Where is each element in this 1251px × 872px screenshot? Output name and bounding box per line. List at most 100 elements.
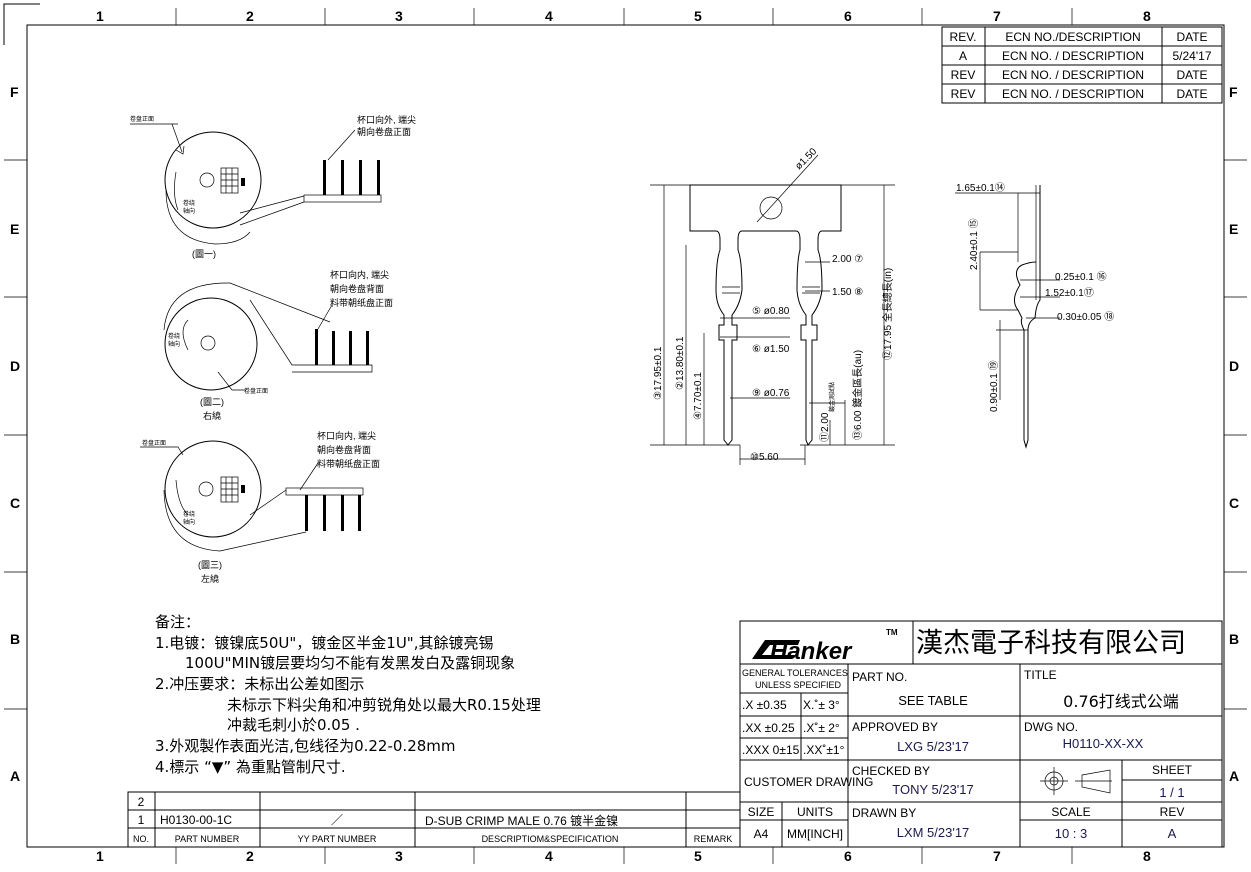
checked-label: CHECKED BY [852,764,930,778]
rev-cell: REV [951,68,976,82]
header-remark: REMARK [694,834,733,844]
size-value: A4 [754,827,769,841]
date-cell: DATE [1176,87,1207,101]
grid-col: 3 [395,848,403,864]
header-part-number: PART NUMBER [175,834,240,844]
scale-value: 10 : 3 [1055,826,1088,841]
scale-label: SCALE [1051,805,1090,819]
reel-figure-2: 卷绕 轴向 卷盘正面 杯口向内, 端尖 朝向卷盘背面 料带朝纸盘正面 (圖二) … [163,269,393,421]
linear-tolerance: .XX ±0.25 [742,721,795,735]
grid-row: F [10,84,19,100]
grid-col: 6 [844,8,852,24]
note-line: 3.外观製作表面光洁,包线径为0.22-0.28mm [155,737,456,755]
grid-row: D [1229,358,1239,374]
figure-caption: (圖三) [198,560,222,570]
orientation-note: 杯口向外, 端尖 [357,114,416,125]
dim-9: ⑨ ø0.76 [752,388,790,399]
dim-17: 1.52±0.1⑰ [1045,287,1094,299]
tolerance-header: GENERAL TOLERANCES [742,668,848,678]
tolerance-header: UNLESS SPECIFIED [755,680,842,690]
dim-19: 0.90±0.1 ⑲ [988,360,1000,412]
note-line: 100U"MIN镀层要均匀不能有发黑发白及露铜现象 [185,654,515,672]
dim-12: ⑫17.95 全長總長(in) [881,268,894,360]
part-no-cell: 2 [138,795,145,809]
dim-2: ②13.80±0.1 [675,336,686,390]
units-label: UNITS [797,805,833,819]
wind-direction-label: 轴向 [183,518,195,526]
rev-header: REV. [950,30,977,44]
grid-col: 1 [96,848,104,864]
angular-tolerance: .XX˚±1° [803,743,845,757]
grid-ticks [4,8,1247,864]
title-block: Hanker TM 漢杰電子科技有限公司 GENERAL TOLERANCES … [739,620,1223,848]
grid-row: E [10,221,19,237]
orientation-note: 朝向卷盘背面 [317,444,371,455]
third-angle-projection-icon [1040,767,1112,795]
header-no: NO. [133,834,149,844]
grid-col: 2 [246,848,254,864]
grid-row: C [10,495,20,511]
logo-text: Hanker [770,638,853,665]
part-no-cell: 1 [138,813,145,827]
reel-face-label: 卷盘正面 [244,387,268,395]
checked-value: TONY 5/23'17 [892,782,974,797]
terminal-front-view: ø1.50 2.00 ⑦ 1.50 ⑧ ⑤ ø0.80 ⑥ ø1.50 ⑨ ø0… [650,146,895,465]
note-line: 2.冲压要求：未标出公差如图示 [155,675,364,693]
note-line: 未标示下料尖角和冲剪锐角处以最大R0.15处理 [227,696,541,714]
grid-col: 4 [545,848,553,864]
grid-col: 3 [395,8,403,24]
sheet-value: 1 / 1 [1159,785,1184,800]
grid-col: 2 [246,8,254,24]
grid-col: 8 [1143,8,1151,24]
grid-col: 7 [993,8,1001,24]
grid-col: 1 [96,8,104,24]
dim-16: 0.25±0.1 ⑯ [1055,271,1107,283]
description-cell: D-SUB CRIMP MALE 0.76 镀半金镍 [425,813,618,828]
orientation-note: 朝向卷盘背面 [330,283,384,294]
date-cell: DATE [1176,68,1207,82]
grid-col: 4 [545,8,553,24]
drawn-label: DRAWN BY [852,806,916,820]
grid-col: 5 [694,8,702,24]
terminal-pins [323,160,380,195]
approved-label: APPROVED BY [852,720,938,734]
figure-caption: (圖一) [192,249,216,259]
header-yy-part-number: YY PART NUMBER [298,834,377,844]
note-line: 冲裁毛刺小於0.05 . [227,716,360,734]
terminal-side-view: 1.65±0.1⑭ 2.40±0.1 ⑮ 0.25±0.1 ⑯ 1.52±0.1… [955,182,1114,449]
orientation-note: 朝向卷盘正面 [357,126,411,137]
drawn-value: LXM 5/23'17 [897,825,970,840]
linear-tolerance: .X ±0.35 [742,698,787,712]
dwg-no-label: DWG NO. [1024,720,1078,734]
dim-13: ⑬6.00 鍍金區長(au) [851,350,864,440]
ecn-cell: ECN NO. / DESCRIPTION [1002,49,1144,63]
date-header: DATE [1176,30,1207,44]
size-label: SIZE [748,805,775,819]
company-name: 漢杰電子科技有限公司 [916,628,1186,659]
dim-11-note: 鍍金測試點 [828,382,836,412]
revision-table: REV. ECN NO./DESCRIPTION DATE A ECN NO. … [941,26,1223,104]
rev-cell: A [959,49,967,63]
dim-6: ⑥ ø1.50 [752,344,790,355]
reel-figure-3: 卷盘正面 卷绕 轴向 杯口向内, 端尖 朝向卷盘背面 料带朝纸盘正面 (圖三) … [140,430,380,584]
reel-face-label: 卷盘正面 [142,439,166,447]
part-no-value: SEE TABLE [898,693,968,708]
orientation-note: 杯口向内, 端尖 [317,430,376,441]
orientation-note: 料带朝纸盘正面 [317,458,380,469]
header-description: DESCRIPTIOM&SPECIFICATION [482,834,619,844]
grid-row: C [1229,495,1239,511]
sheet-label: SHEET [1152,763,1193,777]
drawing-title: 0.76打线式公端 [1063,692,1179,711]
grid-col: 8 [1143,848,1151,864]
ecn-cell: ECN NO. / DESCRIPTION [1002,87,1144,101]
dim-8: 1.50 ⑧ [832,287,863,298]
grid-row: B [1229,631,1239,647]
notes-heading: 备注： [155,613,200,631]
grid-row: A [1229,768,1239,784]
grid-row: F [1229,84,1238,100]
approved-value: LXG 5/23'17 [897,739,969,754]
grid-row: D [10,358,20,374]
dim-15: 2.40±0.1 ⑮ [968,218,980,270]
grid-col: 5 [694,848,702,864]
note-line: 1.电镀：镀镍底50U"，镀金区半金1U",其餘镀亮锡 [155,634,493,652]
